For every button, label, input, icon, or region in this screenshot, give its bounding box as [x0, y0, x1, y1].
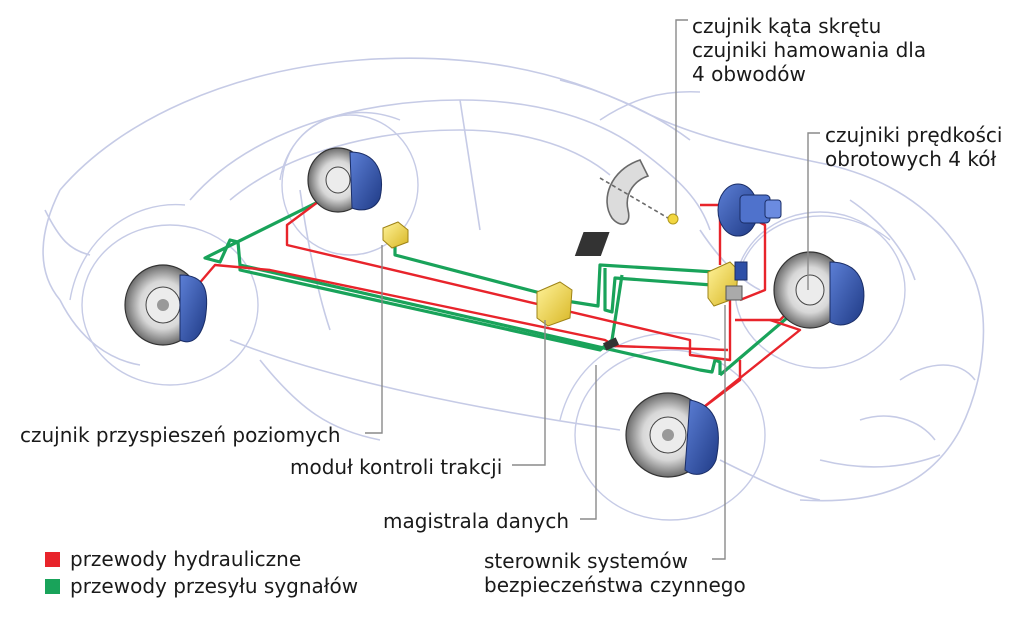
- car-outline: [42, 57, 985, 502]
- steering-wheel-icon: [599, 159, 669, 225]
- data-bus-connector: [602, 337, 620, 351]
- legend-label: przewody hydrauliczne: [70, 547, 302, 571]
- control-module-icon: [707, 261, 748, 307]
- control-module-icon: [536, 281, 573, 327]
- brake-disc-icon: [307, 147, 382, 213]
- legend-swatch-red: [45, 551, 60, 567]
- brake-disc-icon: [625, 392, 719, 478]
- legend-label: przewody przesyłu sygnałów: [70, 574, 359, 598]
- legend-signal: przewody przesyłu sygnałów: [45, 574, 358, 598]
- leader-lines: [365, 19, 820, 560]
- brake-disc-icon: [773, 251, 865, 329]
- steering-sensor-label: czujnik kąta skrętu czujniki hamowania d…: [692, 14, 927, 86]
- speed-sensors-label: czujniki prędkości obrotowych 4 kół: [825, 123, 1003, 171]
- brake-disc-icon: [124, 264, 208, 346]
- safety-controller-label: sterownik systemów bezpieczeństwa czynne…: [484, 549, 746, 597]
- data-bus-label: magistrala danych: [383, 509, 570, 533]
- legend-hydraulic: przewody hydrauliczne: [45, 547, 301, 571]
- brake-booster-icon: [717, 183, 782, 237]
- traction-module-label: moduł kontroli trakcji: [290, 455, 503, 479]
- sensor-icon: [574, 213, 679, 256]
- legend-swatch-green: [45, 578, 60, 594]
- wheel-arches: [69, 111, 906, 521]
- lateral-accel-label: czujnik przyspieszeń poziomych: [20, 423, 341, 447]
- control-module-icon: [382, 221, 409, 249]
